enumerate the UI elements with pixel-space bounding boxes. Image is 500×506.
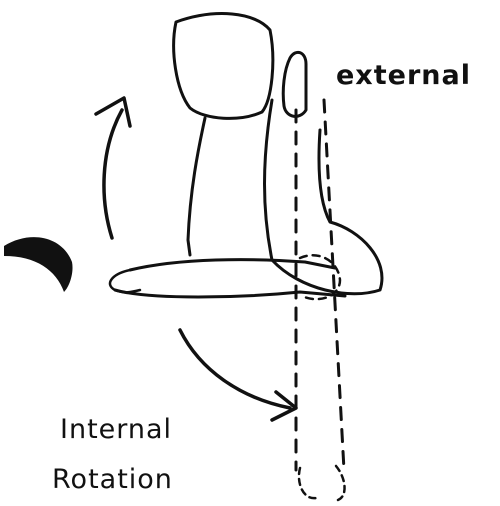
shoulder-mark [4, 237, 73, 292]
head-outline [174, 14, 273, 119]
hand-dashed [299, 466, 345, 500]
forearm-horizontal [115, 260, 345, 297]
forearm-dashed-right [324, 100, 344, 470]
hand-raised [283, 52, 306, 116]
arrow-external-head [96, 98, 130, 126]
hand-horizontal [110, 270, 140, 292]
external-label: external [336, 60, 471, 91]
arrow-external-curve [104, 110, 122, 238]
internal-label: Internal [60, 414, 172, 445]
rotation-label: Rotation [52, 464, 173, 495]
torso-line [188, 118, 205, 255]
arrow-internal-curve [180, 330, 290, 408]
